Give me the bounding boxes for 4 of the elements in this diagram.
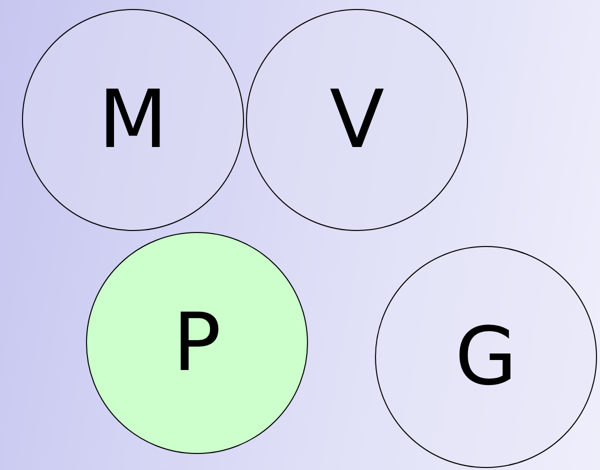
node-letter: P bbox=[172, 303, 222, 383]
node-letter: G bbox=[455, 317, 517, 397]
node-letter: M bbox=[98, 80, 168, 160]
node-letter: V bbox=[330, 80, 384, 160]
